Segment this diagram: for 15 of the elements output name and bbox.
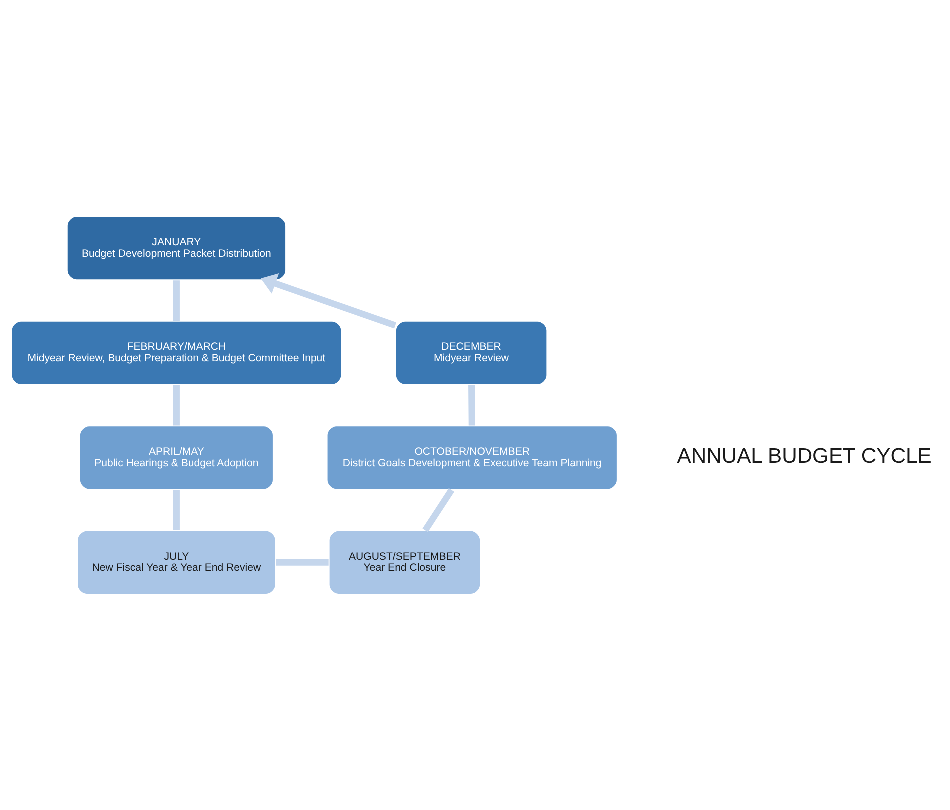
- node-box: JANUARY Budget Development Packet Distribution: [66, 214, 288, 281]
- connector: [276, 558, 329, 566]
- arrow: [261, 273, 397, 328]
- node-box: FEBRUARY/MARCH Midyear Review, Budget Preparation & Budget Committee Input: [10, 320, 343, 386]
- connector: [173, 280, 180, 320]
- node-box: AUGUST/SEPTEMBER Year End Closure: [328, 529, 482, 596]
- node-box: OCTOBER/NOVEMBER District Goals Development & Executive Team Planning: [326, 424, 619, 490]
- node-box: DECEMBER Midyear Review: [394, 320, 548, 386]
- connector: [173, 384, 180, 426]
- connector: [468, 384, 476, 426]
- connector: [173, 490, 180, 530]
- connector: [422, 488, 454, 532]
- node-box: APRIL/MAY Public Hearings & Budget Adoption: [78, 424, 275, 490]
- node-text: ANNUAL BUDGET CYCLE: [677, 444, 932, 468]
- node-box: JULY New Fiscal Year & Year End Review: [76, 529, 278, 596]
